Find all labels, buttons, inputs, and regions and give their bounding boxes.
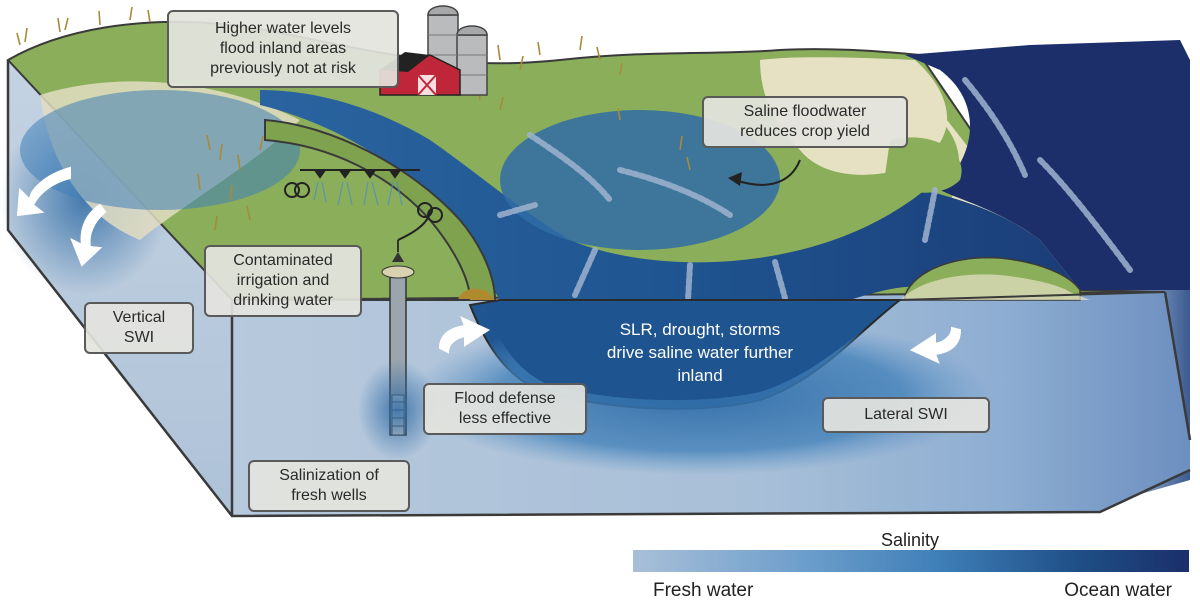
levee-core [458,288,495,300]
vertical-swi-arrows [16,166,107,267]
crop-yield-arrowhead [728,172,742,186]
salinity-color-bar [633,550,1189,572]
salinized-field-left [20,90,300,210]
sand-island-right [900,274,1090,300]
callout-contaminated-irrigation: Contaminated irrigation and drinking wat… [204,245,362,317]
channel-label: SLR, drought, storms drive saline water … [606,320,794,385]
callout-flood-defense: Flood defense less effective [423,383,587,435]
irrigation-system [284,169,443,241]
green-field-bay [885,137,962,193]
callout-lateral-swi: Lateral SWI [822,397,990,433]
callout-vertical-swi: Vertical SWI [84,302,194,354]
callout-saline-floodwater: Saline floodwater reduces crop yield [702,96,908,148]
legend-high-label: Ocean water [1064,580,1172,601]
lateral-swi-arrows [438,316,962,364]
irrigation-spray [313,181,403,206]
crop-yield-arrow [734,159,801,186]
river-wave-streaks [497,77,1133,303]
legend-low-label: Fresh water [653,580,754,601]
callout-salinization-wells: Salinization of fresh wells [248,460,410,512]
block-outline [6,60,1192,518]
callout-higher-water-levels: Higher water levels flood inland areas p… [167,10,399,88]
channel-water [485,302,895,401]
legend-title: Salinity [880,530,940,550]
well-plume [358,360,438,460]
